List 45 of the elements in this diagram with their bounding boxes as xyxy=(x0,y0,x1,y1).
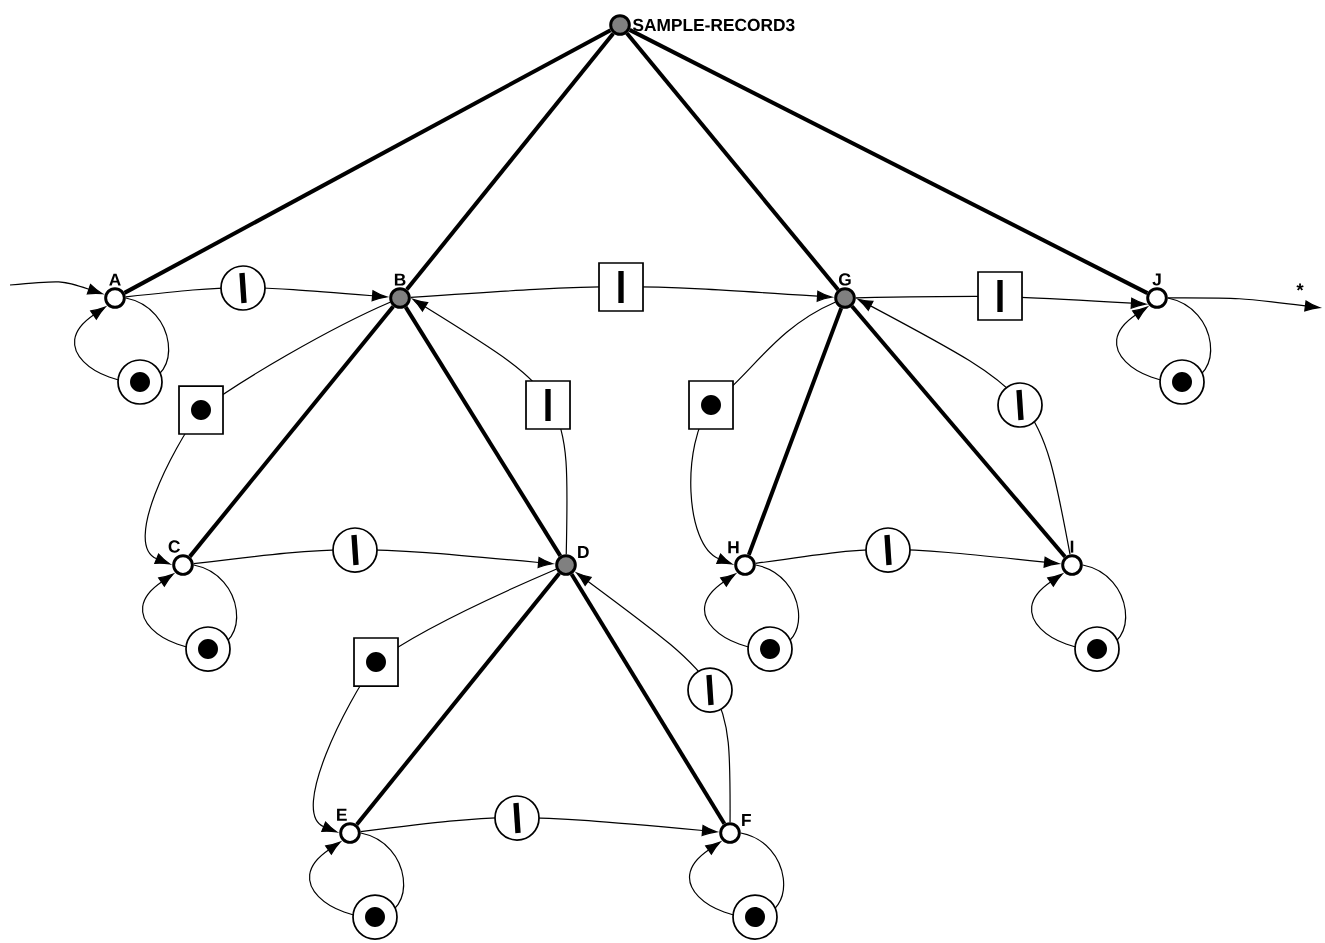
graph-node: F xyxy=(719,814,751,844)
graph-node: C xyxy=(168,540,194,576)
graph-node: H xyxy=(728,541,756,576)
node-label: I xyxy=(1070,540,1074,553)
arrow xyxy=(689,832,785,918)
arrow xyxy=(410,286,833,302)
arrow xyxy=(360,816,718,837)
node-label: J xyxy=(1152,273,1161,286)
arrow xyxy=(704,564,800,650)
graph-node: B xyxy=(389,273,411,309)
node-label: D xyxy=(578,546,589,559)
node-label: E xyxy=(337,808,347,821)
arrow xyxy=(309,832,405,918)
connector-line xyxy=(188,305,395,558)
node-label: F xyxy=(742,814,751,827)
node-label: G xyxy=(838,273,851,286)
arrow xyxy=(193,548,554,569)
graph-node: I xyxy=(1061,540,1083,576)
arrow xyxy=(312,568,557,833)
arrow xyxy=(1167,297,1320,312)
node-label: A xyxy=(109,273,121,286)
arrow xyxy=(9,281,103,295)
edge-label: * xyxy=(1295,282,1305,298)
connector-line xyxy=(355,572,561,826)
arrow xyxy=(144,301,391,565)
arrow xyxy=(755,548,1060,568)
graph-node: SAMPLE-RECORD3 xyxy=(609,14,795,36)
connector-line xyxy=(405,32,615,291)
node-label: H xyxy=(728,541,739,554)
arrow xyxy=(142,564,238,650)
graph-node: E xyxy=(337,808,361,844)
graph-node: D xyxy=(555,546,589,576)
connector-line xyxy=(628,28,1149,295)
arrow xyxy=(1116,297,1212,383)
node-label: SAMPLE-RECORD3 xyxy=(632,18,795,32)
connector-line xyxy=(123,28,612,295)
node-label: B xyxy=(394,273,406,286)
connector-line xyxy=(625,32,840,291)
graph-node: J xyxy=(1146,273,1168,309)
arrow xyxy=(1031,564,1127,650)
graph-node: G xyxy=(834,273,856,309)
connector-line xyxy=(746,307,844,556)
graph-node: A xyxy=(104,273,126,309)
node-label: C xyxy=(168,540,180,553)
arrow xyxy=(74,297,170,383)
